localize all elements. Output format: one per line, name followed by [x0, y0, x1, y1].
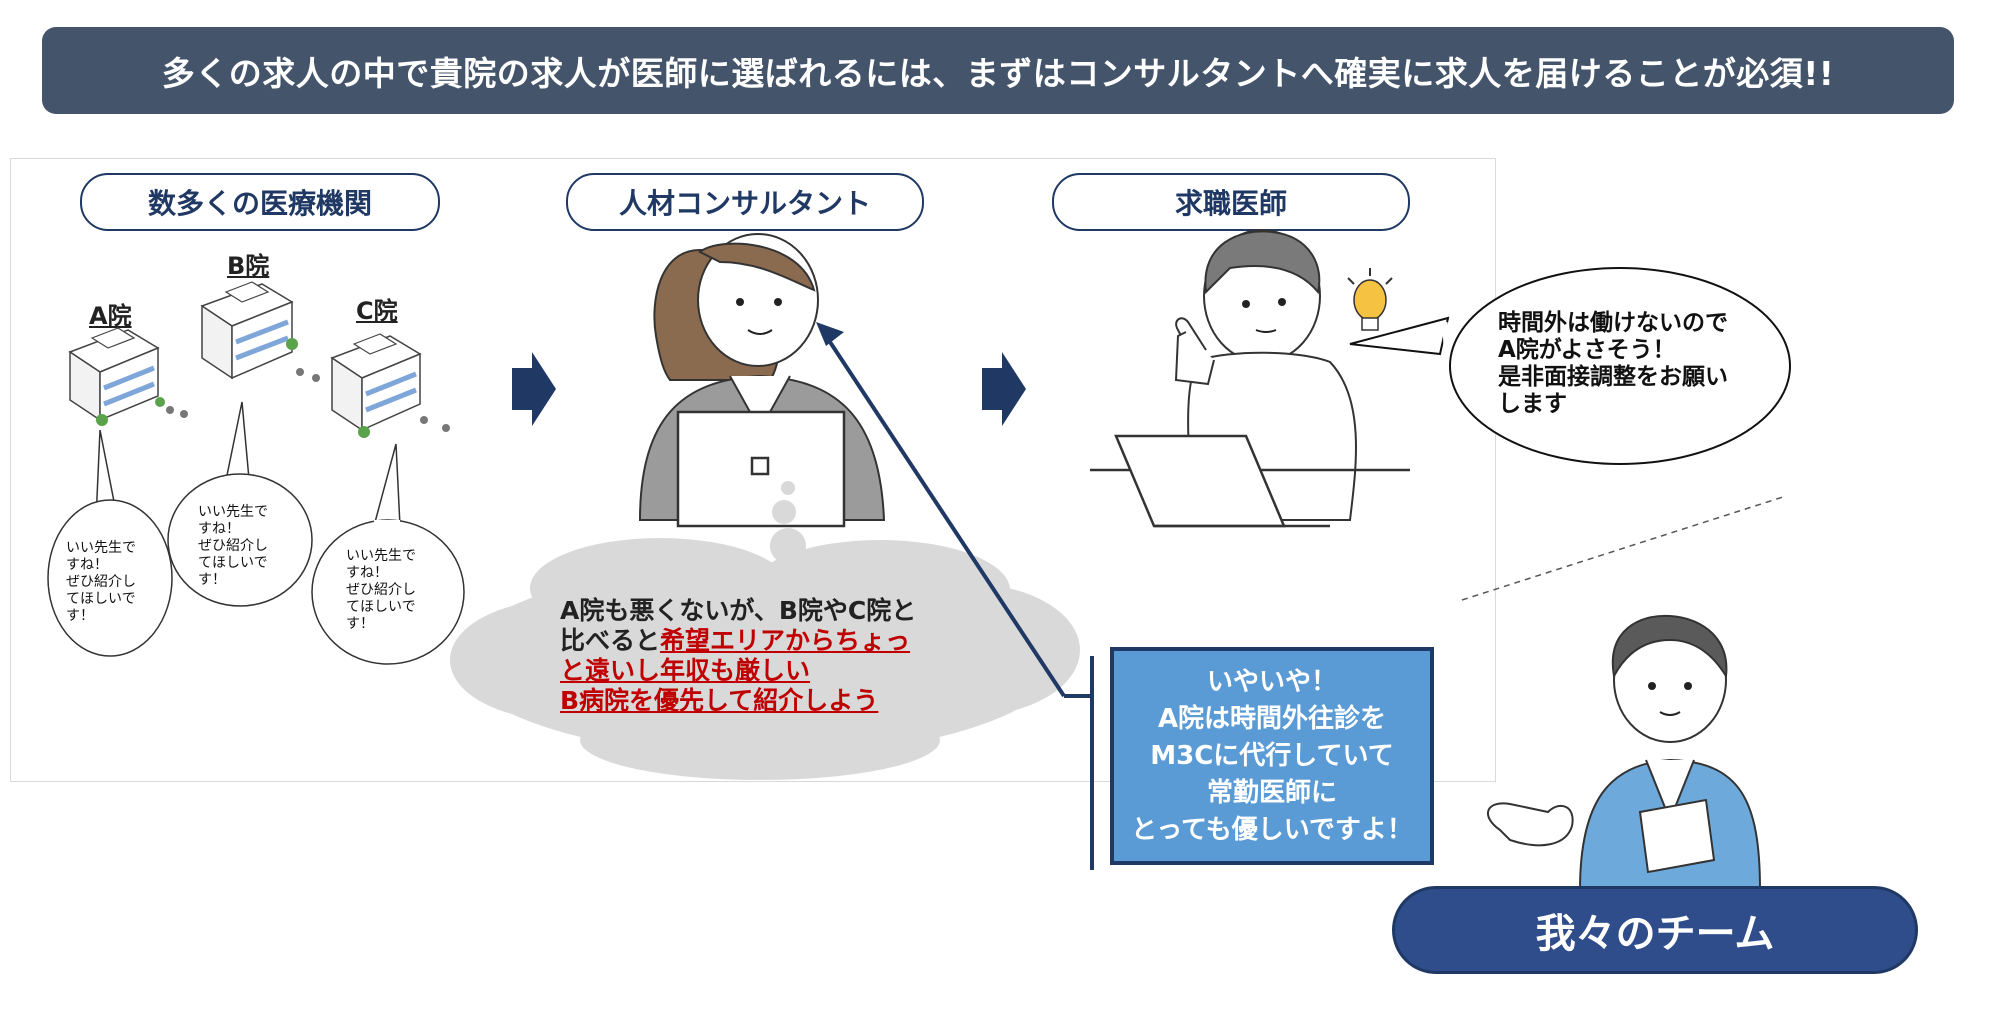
consultant-header: 人材コンサルタント	[566, 173, 924, 231]
thought-dot-icon	[781, 481, 795, 495]
hospital-a-bubble	[47, 429, 173, 657]
hospital-b-label: B院	[227, 252, 270, 280]
team-callout-box: いやいや！ A院は時間外往診を M3Cに代行していて 常勤医師に とっても優しい…	[1110, 647, 1434, 865]
thought-line-4-highlight: B病院を優先して紹介しよう	[560, 686, 879, 715]
lightbulb-icon	[1347, 268, 1393, 331]
institutions-header: 数多くの医療機関	[80, 173, 440, 231]
consultant-thought-cloud	[450, 538, 1080, 780]
doctor-figure-icon	[1090, 229, 1410, 528]
doctor-header: 求職医師	[1052, 173, 1410, 231]
hospital-a-bubble-text: いい先生で すね！ ぜひ紹介し てほしいで す！	[66, 540, 136, 624]
team-member-figure-icon	[1487, 614, 1762, 891]
headline-banner: 多くの求人の中で貴院の求人が医師に選ばれるには、まずはコンサルタントへ確実に求人…	[42, 27, 1954, 114]
flow-arrow-1-icon	[512, 352, 556, 426]
callout-pointer-arrow-icon	[816, 322, 1094, 870]
hospital-b-icon	[200, 281, 320, 382]
thought-line-2-plain: 比べると	[560, 626, 661, 655]
hospital-b-bubble	[167, 401, 313, 607]
thought-dot-icon	[772, 500, 796, 524]
hospital-b-bubble-text: いい先生で すね！ ぜひ紹介し てほしいで す！	[198, 504, 268, 588]
thought-line-3-highlight: と遠いし年収も厳しい	[560, 656, 811, 685]
hospital-c-bubble-text: いい先生で すね！ ぜひ紹介し てほしいで す！	[346, 548, 416, 632]
thought-line-1: A院も悪くないが、B院やC院と	[560, 596, 917, 625]
hospital-a-icon	[68, 327, 188, 426]
thought-line-2-highlight: 希望エリアからちょっ	[660, 626, 911, 655]
dashed-connector	[1461, 495, 1787, 601]
consultant-thought-text: A院も悪くないが、B院やC院と 比べると希望エリアからちょっ と遠いし年収も厳し…	[560, 596, 1020, 716]
team-label: 我々のチーム	[1392, 886, 1918, 974]
consultant-figure-icon	[638, 233, 886, 528]
hospital-c-icon	[330, 333, 450, 438]
thought-line-2: 比べると希望エリアからちょっ	[560, 626, 1020, 656]
doctor-speech-text: 時間外は働けないので A院がよさそう！ 是非面接調整をお願い します	[1498, 310, 1728, 417]
hospital-c-bubble	[311, 443, 465, 665]
hospital-c-label: C院	[356, 297, 398, 325]
doctor-speech-bubble	[1349, 267, 1791, 465]
hospital-a-label: A院	[89, 302, 132, 330]
flow-arrow-2-icon	[982, 352, 1026, 426]
